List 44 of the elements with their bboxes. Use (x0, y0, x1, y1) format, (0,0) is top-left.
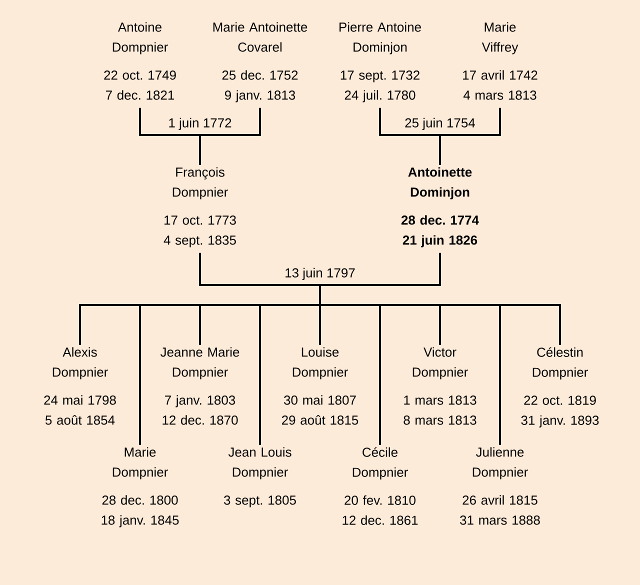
connector-line (139, 108, 201, 136)
connector-line (199, 252, 321, 286)
person-entry: Marie Antoinette Covarel 25 dec. 1752 9 janv. 1813 (213, 22, 308, 102)
connector-line (559, 304, 561, 345)
person-entry: Antoinette Dominjon 28 dec. 1774 21 juin 1826 (401, 167, 479, 248)
connector-line (439, 134, 441, 165)
person-entry: François Dompnier 17 oct. 1773 4 sept. 1835 (164, 167, 236, 248)
person-entry: Louise Dompnier 30 mai 1807 29 août 1815 (282, 347, 358, 425)
connector-line (499, 304, 501, 445)
person-entry: Alexis Dompnier 24 mai 1798 5 août 1854 (44, 347, 116, 425)
person-entry: Marie Dompnier 28 dec. 1800 18 janv. 1845 (102, 447, 179, 528)
connector-line (319, 284, 321, 306)
connector-line (319, 304, 321, 345)
edge-label: 1 juin 1772 (167, 116, 233, 132)
connector-line (379, 304, 381, 445)
person-entry: Julienne Dompnier 26 avril 1815 31 mars 1888 (460, 447, 540, 525)
person-entry: Victor Dompnier 1 mars 1813 8 mars 1813 (404, 347, 476, 425)
connector-line (439, 108, 501, 136)
connector-line (259, 304, 261, 445)
person-entry: Marie Viffrey 17 avril 1742 4 mars 1813 (463, 22, 538, 100)
connector-line (379, 304, 441, 306)
person-entry: Cécile Dompnier 20 fev. 1810 12 dec. 1861 (342, 447, 418, 525)
person-entry: Jeanne Marie Dompnier 7 janv. 1803 12 dec. 1870 (160, 347, 240, 425)
connector-line (79, 304, 141, 306)
connector-line (199, 134, 201, 165)
person-entry: Pierre Antoine Dominjon 17 sept. 1732 24 juil. 1780 (340, 22, 421, 102)
person-entry: Célestin Dompnier 22 oct. 1819 31 janv. 1893 (521, 347, 599, 428)
connector-line (319, 252, 441, 286)
connector-line (439, 304, 501, 306)
connector-line (139, 304, 141, 445)
person-entry: Jean Louis Dompnier 3 sept. 1805 (224, 447, 296, 508)
connector-line (379, 108, 441, 136)
connector-line (259, 304, 321, 306)
person-entry: Antoine Dompnier 22 oct. 1749 7 dec. 1821 (104, 22, 176, 100)
connector-line (139, 304, 201, 306)
connector-line (199, 304, 201, 345)
edge-label: 25 juin 1754 (404, 116, 476, 132)
edge-label: 13 juin 1797 (284, 266, 356, 282)
connector-line (199, 304, 261, 306)
connector-line (439, 304, 441, 345)
connector-line (499, 304, 561, 306)
connector-line (199, 108, 261, 136)
connector-line (319, 304, 381, 306)
connector-line (79, 304, 81, 345)
